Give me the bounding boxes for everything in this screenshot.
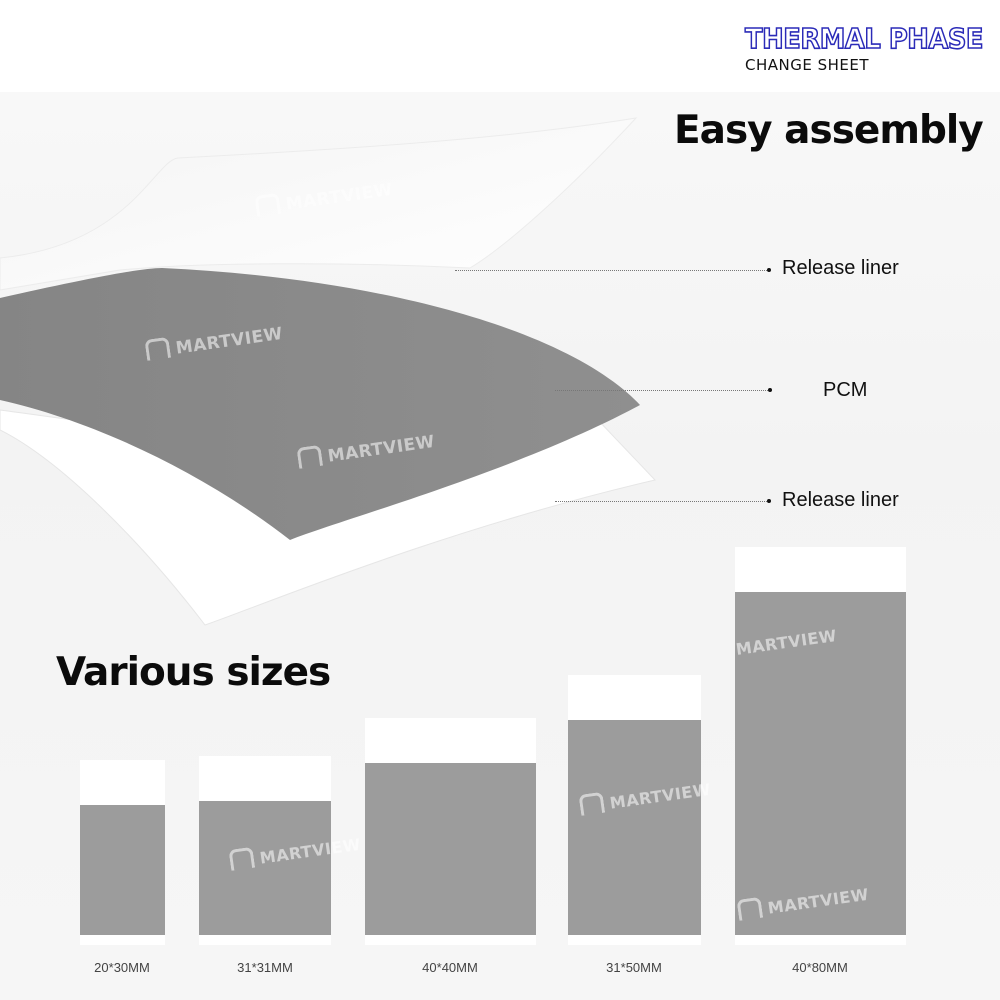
size-card-20x30 xyxy=(80,760,165,945)
brand-logo: THERMAL PHASE CHANGE SHEET xyxy=(744,21,984,74)
pcm-pad xyxy=(199,801,331,945)
pcm-layer xyxy=(0,268,640,540)
size-card-40x40 xyxy=(365,718,536,945)
callout-label-bottom-liner: Release liner xyxy=(782,489,899,511)
martview-logo-icon xyxy=(736,896,764,921)
pcm-pad xyxy=(568,720,701,945)
pcm-pad xyxy=(365,763,536,945)
callout-line-pcm xyxy=(555,390,768,391)
size-label: 31*50MM xyxy=(606,960,662,975)
size-label: 31*31MM xyxy=(237,960,293,975)
callout-line-bottom-liner xyxy=(555,501,767,502)
callout-label-top-liner: Release liner xyxy=(782,257,899,279)
pcm-pad xyxy=(80,805,165,945)
various-sizes-heading: Various sizes xyxy=(56,650,331,695)
layer-stack-illustration xyxy=(0,117,656,626)
easy-assembly-heading: Easy assembly xyxy=(674,108,984,153)
release-liner-edge xyxy=(735,935,906,945)
release-liner-strip xyxy=(735,547,906,592)
callout-dot xyxy=(767,499,771,503)
size-card-40x80 xyxy=(735,547,906,945)
release-liner-edge xyxy=(365,935,536,945)
martview-logo-icon xyxy=(254,192,282,217)
brand-title: THERMAL PHASE xyxy=(744,21,984,56)
martview-logo-icon xyxy=(144,336,172,361)
release-liner-edge xyxy=(199,935,331,945)
release-liner-strip xyxy=(568,675,701,720)
brand-subtitle: CHANGE SHEET xyxy=(745,56,870,74)
size-label: 40*80MM xyxy=(792,960,848,975)
release-liner-strip xyxy=(80,760,165,805)
release-liner-edge xyxy=(568,935,701,945)
size-card-31x50 xyxy=(568,675,701,945)
callout-dot xyxy=(768,388,772,392)
callout-line-top-liner xyxy=(455,270,767,271)
release-liner-strip xyxy=(365,718,536,763)
top-release-liner xyxy=(0,117,638,291)
martview-logo-icon xyxy=(578,791,606,816)
martview-logo-icon xyxy=(228,846,256,871)
size-label: 40*40MM xyxy=(422,960,478,975)
size-label: 20*30MM xyxy=(94,960,150,975)
release-liner-edge xyxy=(80,935,165,945)
release-liner-strip xyxy=(199,756,331,801)
size-card-31x31 xyxy=(199,756,331,945)
callout-label-pcm: PCM xyxy=(823,379,868,401)
martview-logo-icon xyxy=(296,444,324,469)
pcm-pad xyxy=(735,592,906,945)
callout-dot xyxy=(767,268,771,272)
